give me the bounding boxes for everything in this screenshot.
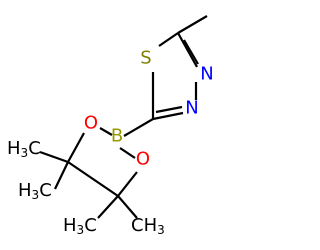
bond-c-methyl-lower-right: [117, 195, 138, 219]
methyl-label-lower-left: H3C: [18, 180, 52, 203]
bond-b-o1: [99, 127, 113, 136]
bond-o2-c: [117, 171, 138, 197]
atom-nitrogen-lower: N: [185, 98, 198, 119]
atom-oxygen-upper: O: [84, 113, 98, 134]
methyl-label-lower-middle: H3C: [63, 215, 97, 238]
atom-nitrogen-upper: N: [200, 64, 213, 85]
bond-c-methyl-upper-left: [39, 150, 69, 164]
atom-oxygen-lower: O: [136, 149, 150, 170]
bond-b-o2: [119, 147, 136, 159]
bond-c-methyl-lower-middle: [97, 195, 119, 219]
bond-n4-c5: [152, 111, 184, 121]
methyl-label-upper-left: H3C: [7, 138, 41, 161]
bonds: [39, 15, 208, 219]
bond-n4-c5-double: [155, 105, 183, 114]
bond-c-methyl-lower-left: [54, 161, 69, 190]
bond-c5-b: [123, 118, 154, 137]
molecule-structure: S N N B O O H3C H3C H3C CH3: [7, 15, 214, 238]
methyl-label-lower-right: CH3: [131, 215, 165, 238]
bond-c-c-ring: [67, 161, 119, 197]
bond-c2-s: [158, 32, 179, 47]
bond-methyl-c2: [177, 15, 208, 34]
bond-c2-n3-double: [183, 39, 199, 65]
atom-sulfur: S: [140, 48, 151, 69]
atom-labels: S N N B O O H3C H3C H3C CH3: [7, 48, 214, 238]
bond-o1-c: [67, 132, 85, 163]
bond-c2-n3: [177, 32, 198, 68]
atom-boron: B: [111, 126, 123, 147]
